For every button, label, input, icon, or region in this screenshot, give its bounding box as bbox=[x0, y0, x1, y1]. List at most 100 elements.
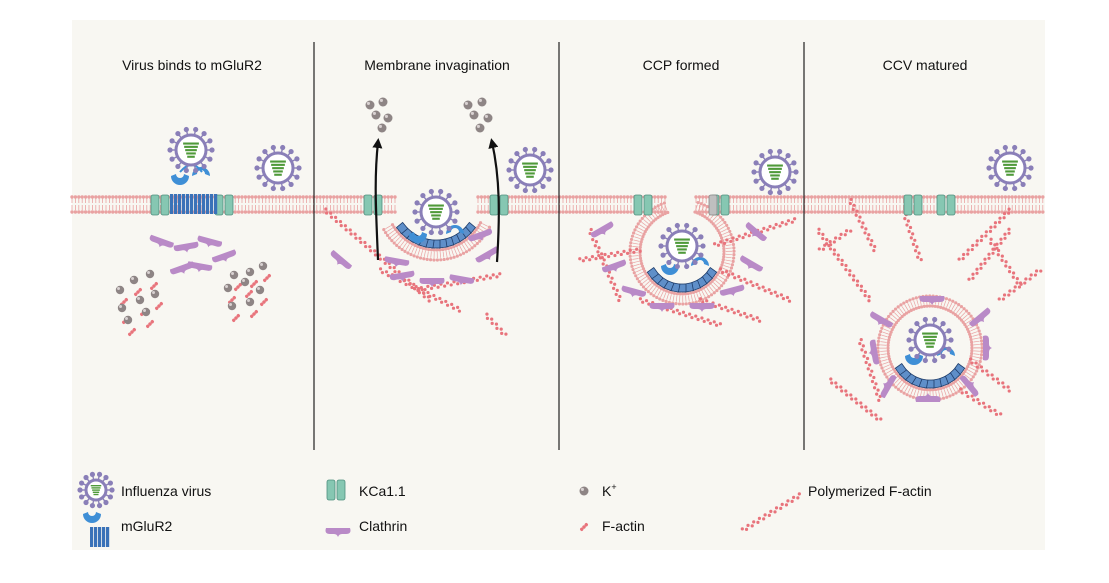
virus-spike-tip bbox=[514, 150, 520, 157]
lipid-head bbox=[294, 210, 299, 214]
lipid-tail bbox=[638, 227, 644, 231]
lipid-head bbox=[699, 202, 703, 206]
kca-subunit bbox=[633, 194, 643, 216]
f-actin-monomer bbox=[1034, 269, 1039, 273]
lipid-head bbox=[979, 339, 984, 343]
lipid-tail bbox=[632, 242, 639, 245]
lipid-head bbox=[571, 210, 575, 214]
f-actin-monomer bbox=[329, 215, 334, 219]
f-actin-monomer bbox=[907, 229, 911, 234]
lipid-tail bbox=[701, 290, 706, 297]
coat-unit bbox=[395, 221, 409, 235]
lipid-tail bbox=[966, 372, 972, 377]
lipid-head bbox=[1030, 210, 1035, 214]
lipid-head bbox=[719, 236, 724, 240]
mglur2-helix bbox=[186, 194, 190, 214]
k-ion-highlight bbox=[143, 309, 146, 312]
lipid-head bbox=[605, 195, 609, 199]
lipid-head bbox=[338, 210, 343, 214]
f-actin-monomer bbox=[1013, 285, 1017, 289]
clathrin-layer bbox=[149, 221, 992, 402]
lipid-head bbox=[659, 202, 663, 206]
f-actin-monomer bbox=[784, 503, 789, 507]
lipid-tail bbox=[414, 248, 418, 255]
lipid-head bbox=[968, 335, 973, 339]
f-actin-monomer bbox=[392, 266, 396, 270]
f-actin-monomer bbox=[821, 236, 825, 241]
lipid-head bbox=[615, 210, 620, 214]
lipid-head bbox=[141, 210, 146, 214]
arrow-k-efflux bbox=[372, 138, 383, 261]
lipid-head bbox=[659, 287, 664, 291]
f-actin-monomer bbox=[451, 306, 456, 310]
lipid-tail bbox=[724, 262, 731, 265]
f-actin-monomer bbox=[1007, 227, 1011, 231]
clathrin bbox=[919, 296, 945, 305]
lipid-head bbox=[260, 210, 265, 214]
lipid-head bbox=[401, 236, 405, 240]
lipid-head bbox=[953, 379, 958, 383]
legend-label-f-actin: F-actin bbox=[602, 518, 645, 534]
lipid-head bbox=[990, 195, 994, 199]
lipid-tail bbox=[393, 234, 398, 240]
lipid-head bbox=[809, 210, 814, 214]
lipid-head bbox=[138, 195, 142, 199]
f-actin-monomer bbox=[594, 257, 598, 261]
lipid-tail bbox=[894, 312, 900, 318]
lipid-head bbox=[418, 256, 423, 260]
f-actin-monomer bbox=[755, 316, 759, 320]
lipid-head bbox=[595, 195, 599, 199]
lipid-head bbox=[291, 195, 295, 199]
f-actin-monomer bbox=[363, 240, 367, 245]
f-actin-monomer bbox=[159, 302, 163, 306]
lipid-head bbox=[888, 195, 892, 199]
f-actin-monomer bbox=[862, 354, 866, 358]
lipid-head bbox=[605, 210, 609, 214]
f-actin-monomer bbox=[426, 284, 430, 289]
f-actin-monomer bbox=[457, 309, 462, 313]
lipid-head bbox=[905, 299, 909, 304]
k-ion-body bbox=[117, 303, 127, 313]
virus-spike-tip bbox=[986, 165, 992, 171]
lipid-tail bbox=[423, 250, 426, 257]
lipid-tail bbox=[723, 234, 730, 238]
f-actin-monomer bbox=[757, 286, 761, 290]
lipid-head bbox=[291, 210, 295, 214]
clathrin-shape bbox=[197, 235, 223, 248]
f-actin bbox=[234, 283, 242, 291]
lipid-head bbox=[478, 221, 483, 225]
virus-spike-tip bbox=[940, 353, 946, 360]
virus-spike-tip bbox=[96, 471, 103, 478]
f-actin-monomer bbox=[706, 318, 710, 322]
f-actin-monomer bbox=[987, 256, 991, 260]
lipid-head bbox=[962, 210, 967, 214]
clathrin-shape bbox=[689, 303, 715, 312]
lipid-head bbox=[608, 195, 613, 199]
lipid-tail bbox=[904, 304, 909, 311]
f-actin-monomer bbox=[966, 248, 970, 252]
virus-spike-tip bbox=[446, 192, 452, 199]
lipid-head bbox=[975, 369, 979, 373]
lipid-head bbox=[429, 248, 434, 252]
virus-spike-tip bbox=[922, 357, 928, 364]
k-ion-highlight bbox=[379, 98, 383, 103]
virus-spike-tip bbox=[540, 183, 546, 190]
k-ion-body bbox=[258, 261, 268, 271]
f-actin-monomer bbox=[830, 381, 834, 385]
lipid-head bbox=[922, 195, 926, 199]
f-actin-monomer bbox=[232, 296, 236, 300]
lipid-tail bbox=[938, 391, 941, 398]
lipid-head bbox=[931, 388, 935, 392]
lipid-head bbox=[941, 396, 946, 400]
lipid-head bbox=[864, 210, 868, 214]
lipid-tail bbox=[899, 382, 904, 388]
lipid-head bbox=[641, 235, 645, 239]
f-actin-monomer bbox=[975, 271, 979, 275]
f-actin-monomer bbox=[773, 290, 777, 294]
lipid-tail bbox=[712, 215, 718, 221]
virus-rna-segment bbox=[523, 165, 537, 168]
f-actin-monomer bbox=[383, 261, 387, 265]
k-ion-body bbox=[115, 285, 125, 295]
f-actin-monomer bbox=[768, 224, 772, 229]
lipid-head bbox=[949, 309, 953, 314]
